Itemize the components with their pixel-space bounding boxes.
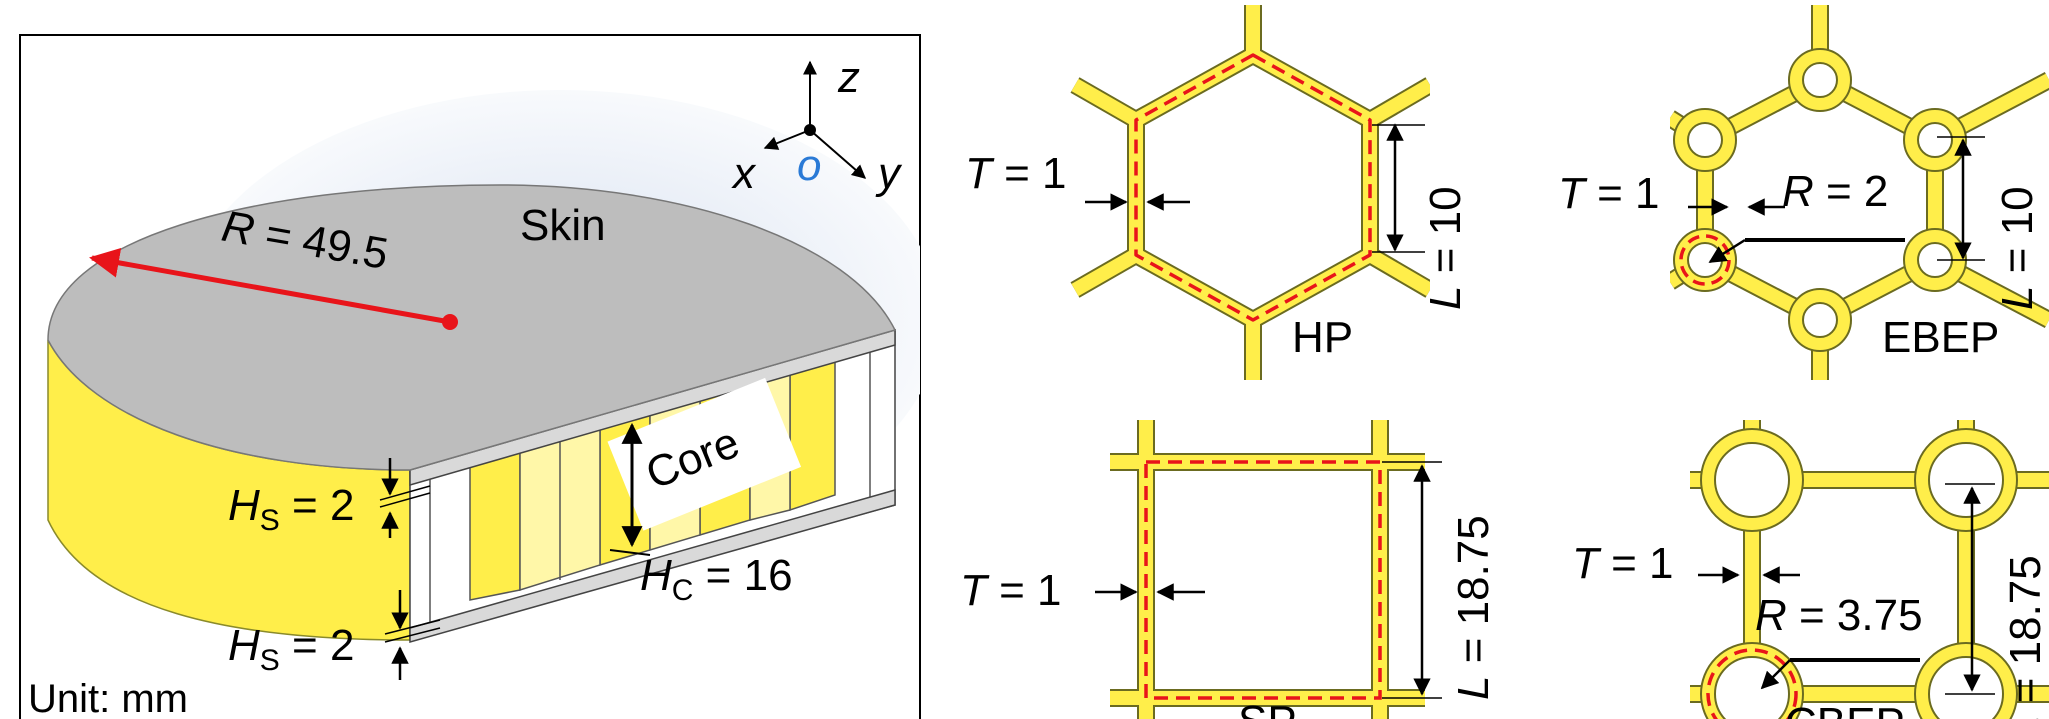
hc-leader (609, 549, 651, 556)
ebep-r-label: R = 2 (1782, 167, 1888, 216)
hp-t-label: T = 1 (965, 149, 1067, 198)
ebep-name: EBEP (1882, 313, 1999, 362)
core-label-box: Core (607, 377, 802, 531)
axis-origin-label: o (797, 141, 821, 190)
sp-t-label: T = 1 (960, 566, 1062, 615)
cell-ebep: L = 10 T = 1 R = 2 EBEP (1558, 5, 2049, 380)
hs-top-label: HS = 2 (228, 481, 354, 537)
cbep-name: CBEP (1785, 699, 1905, 719)
radius-center-dot (442, 314, 458, 330)
cell-sp: L = 18.75 T = 1 SP (960, 420, 1498, 719)
skin-label: Skin (520, 201, 606, 250)
coordinate-axes (763, 60, 867, 179)
hp-l-label: L = 10 (1421, 186, 1470, 310)
sp-l-label: L = 18.75 (1449, 515, 1498, 700)
hp-name: HP (1292, 313, 1353, 362)
axis-y-label: y (875, 149, 903, 198)
cbep-r-label: R = 3.75 (1755, 591, 1923, 640)
left-panel: R = 49.5 Skin Core HC = 16 HS = 2 (19, 34, 921, 719)
bottom-skin-edge (409, 489, 896, 643)
radius-arrow (89, 247, 451, 325)
hs-top-dimension (379, 458, 431, 538)
axis-x-label: x (731, 149, 757, 198)
cbep-l-label: L = 18.75 (2001, 555, 2049, 719)
cell-cbep: L = 18.75 T = 1 R = 3.75 CBEP (1572, 420, 2049, 719)
hc-label: HC = 16 (640, 551, 793, 607)
ebep-t-label: T = 1 (1558, 169, 1660, 218)
unit-label: Unit: mm (28, 677, 188, 719)
sp-name: SP (1238, 697, 1297, 719)
hs-bottom-label: HS = 2 (228, 621, 354, 677)
cbep-t-label: T = 1 (1572, 539, 1674, 588)
cell-hp: L = 10 T = 1 HP (965, 5, 1470, 380)
hs-bottom-dimension (384, 590, 441, 680)
ebep-l-label: L = 10 (1993, 186, 2042, 310)
top-skin (47, 184, 897, 471)
axis-z-label: z (837, 53, 860, 102)
